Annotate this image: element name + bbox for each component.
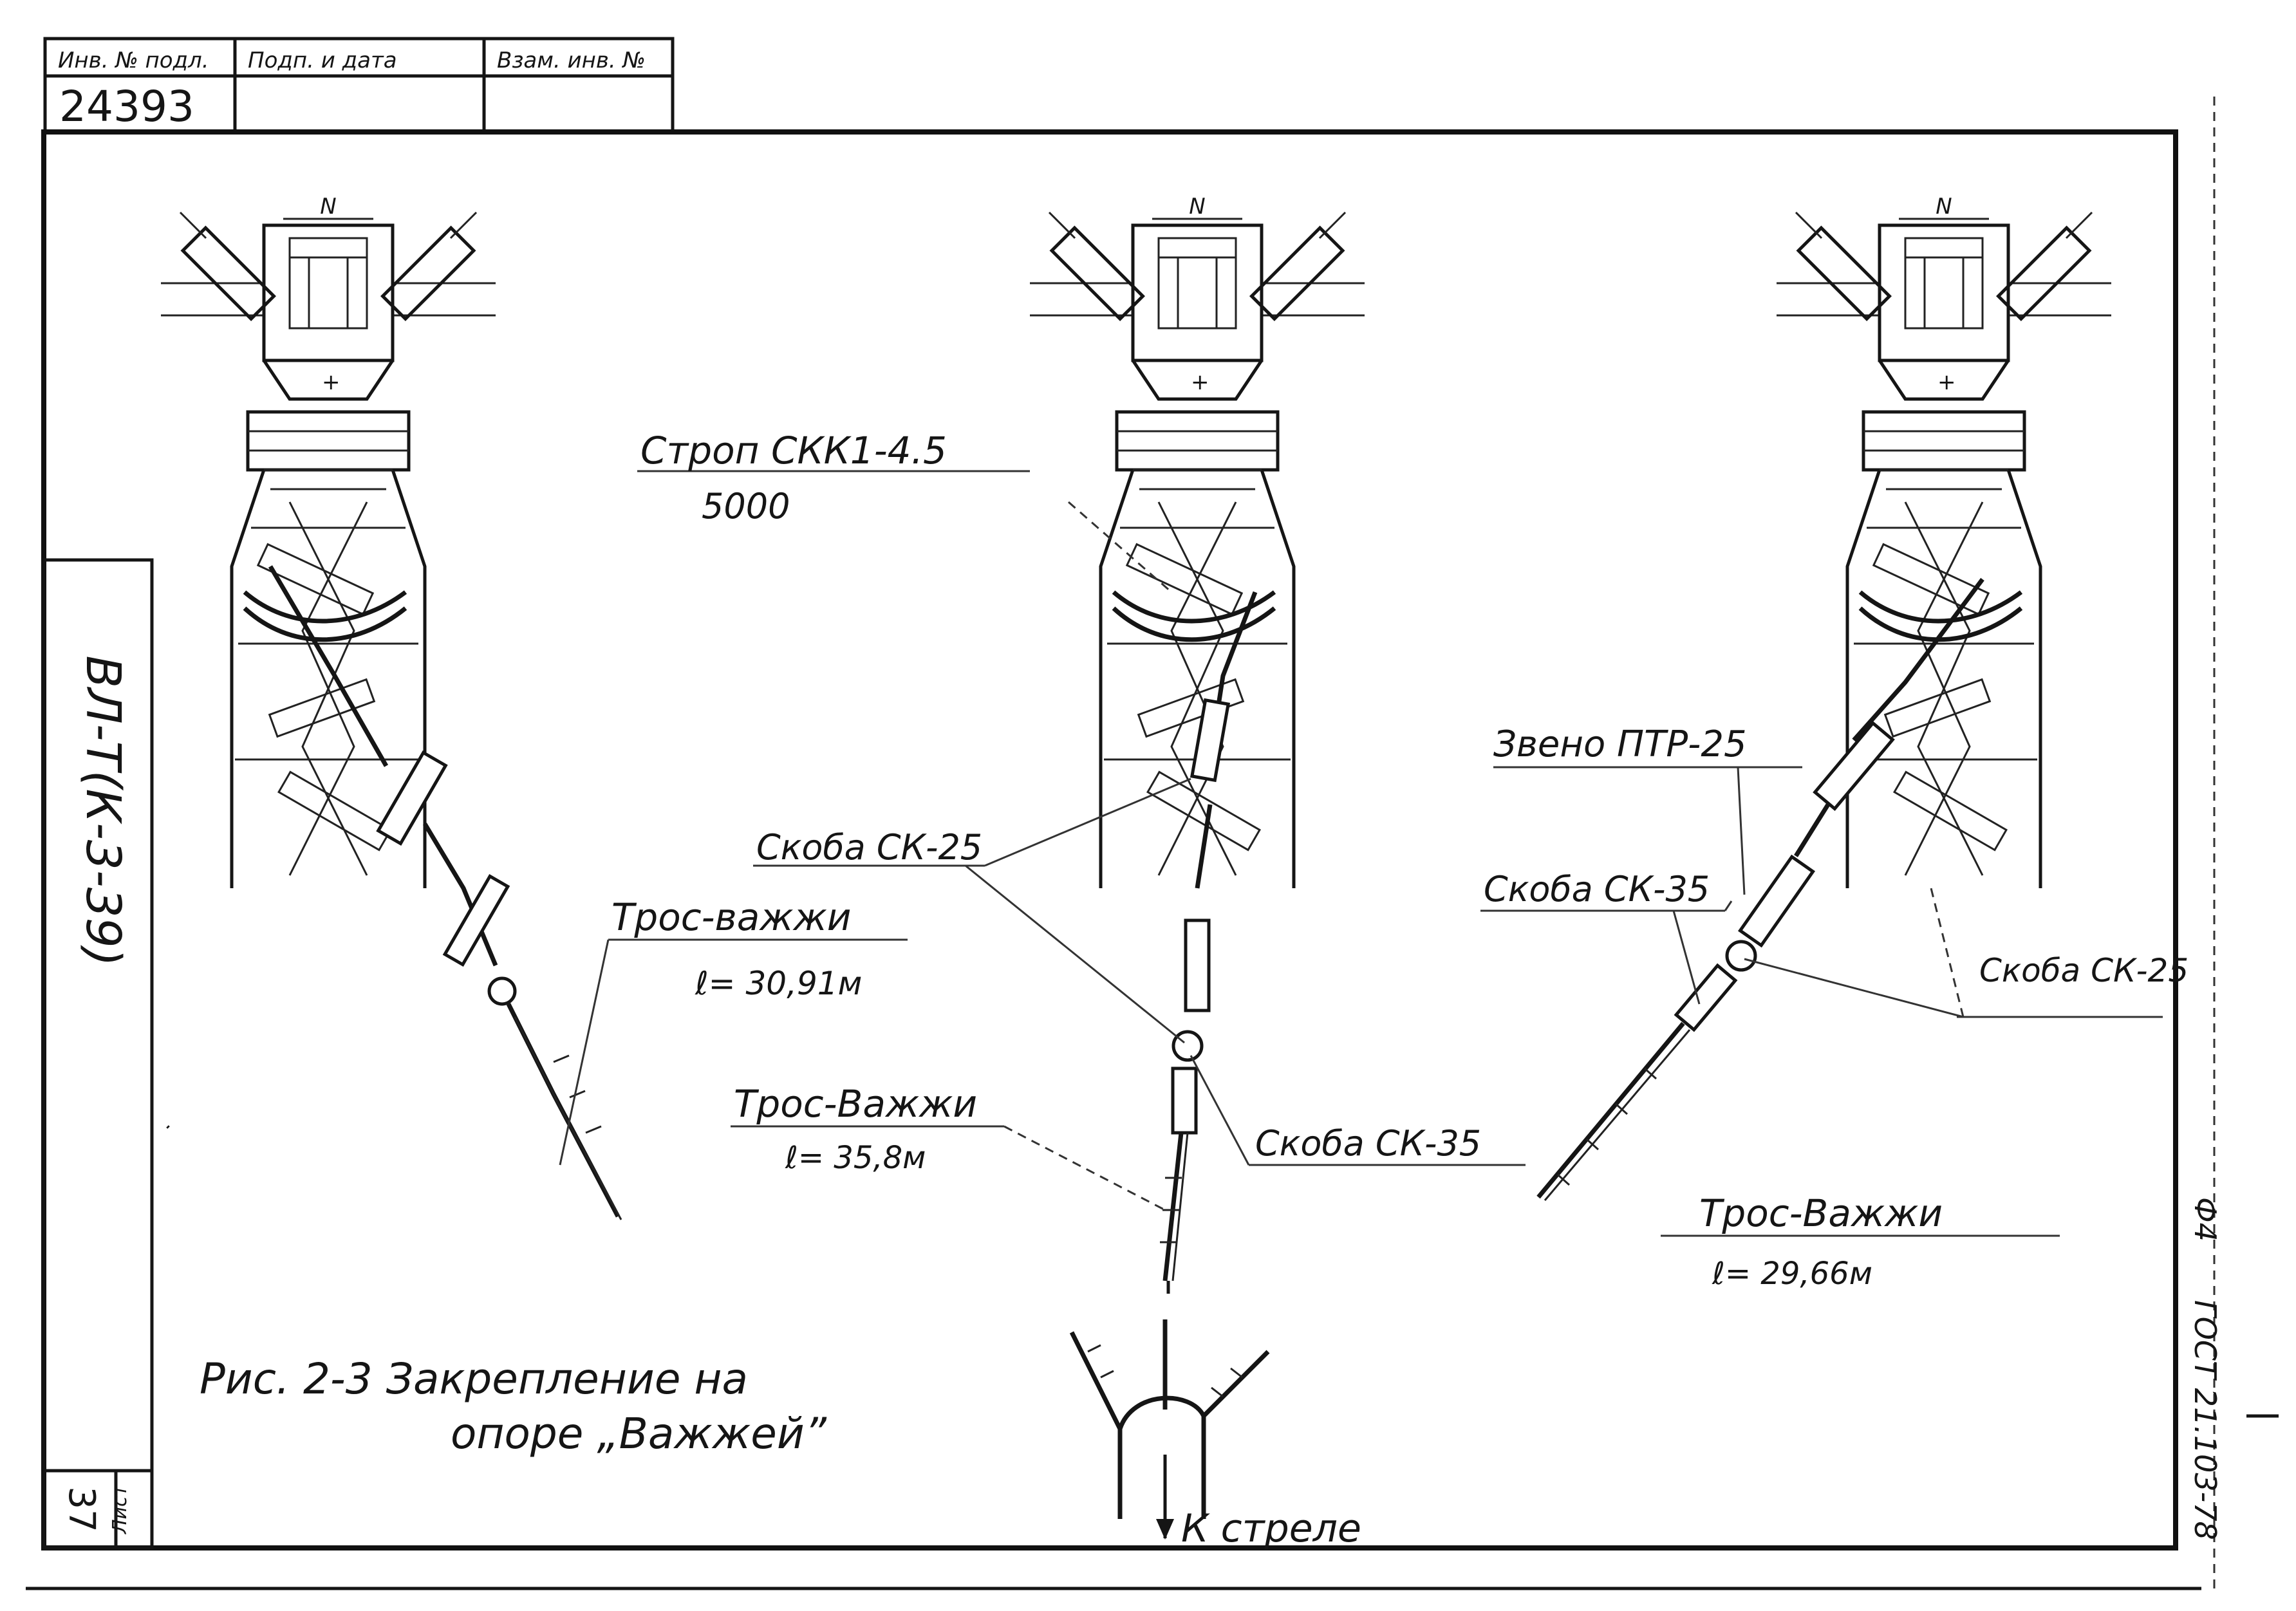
side-title: ВЛ-Т(К-3-39) xyxy=(75,655,131,966)
shackle-25-right-label: Скоба СК-25 xyxy=(1979,952,2189,989)
inventory-stamp: Инв. № подл. Подп. и дата Взам. инв. № 2… xyxy=(43,37,675,134)
rope-left-name: Трос-важжи xyxy=(611,895,851,939)
stamp-header-signature: Подп. и дата xyxy=(248,48,397,73)
rope-left-length: ℓ= 30,91м xyxy=(695,965,862,1002)
rope-assembly-left xyxy=(268,565,622,1220)
rope-center-name: Трос-Важжи xyxy=(734,1082,977,1126)
rope-assembly-right xyxy=(1536,577,1984,1201)
figure-caption-line1: Рис. 2-3 Закрепление на xyxy=(200,1354,748,1404)
rope-right-name: Трос-Важжи xyxy=(1699,1191,1943,1235)
side-title-block: ВЛ-Т(К-3-39) Лист 37 xyxy=(42,558,154,1550)
strap-length-label: 5000 xyxy=(702,486,790,526)
rope-right-length: ℓ= 29,66м xyxy=(1712,1256,1872,1292)
shackle-25-center-label: Скоба СК-25 xyxy=(756,827,982,868)
shackle-35-center-label: Скоба СК-35 xyxy=(1255,1123,1481,1164)
sheet-label: Лист xyxy=(109,1484,131,1534)
leader-lines xyxy=(559,470,2163,1237)
shackle-35-right-label: Скоба СК-35 xyxy=(1484,869,1710,909)
figure-caption-line2: опоре „Важжей” xyxy=(451,1409,827,1458)
strap-name-label: Строп СКК1-4.5 xyxy=(640,429,947,472)
tower-center xyxy=(1030,194,1365,888)
sheet-number: 37 xyxy=(61,1486,102,1532)
link-label: Звено ПТР-25 xyxy=(1493,723,1747,765)
inventory-number: 24393 xyxy=(59,82,194,131)
rope-assembly-center xyxy=(1160,591,1258,1294)
stamp-header-replaced: Взам. инв. № xyxy=(497,48,646,73)
boom-connection-detail xyxy=(1069,1319,1270,1540)
format-label: Ф4 xyxy=(2188,1197,2223,1242)
stamp-header-inventory: Инв. № подл. xyxy=(58,48,209,73)
standard-code: ГОСТ 21.103-78 xyxy=(2188,1300,2223,1540)
to-boom-label: К стреле xyxy=(1181,1506,1361,1551)
tower-left xyxy=(161,194,496,888)
rope-center-length: ℓ= 35,8м xyxy=(785,1140,926,1176)
